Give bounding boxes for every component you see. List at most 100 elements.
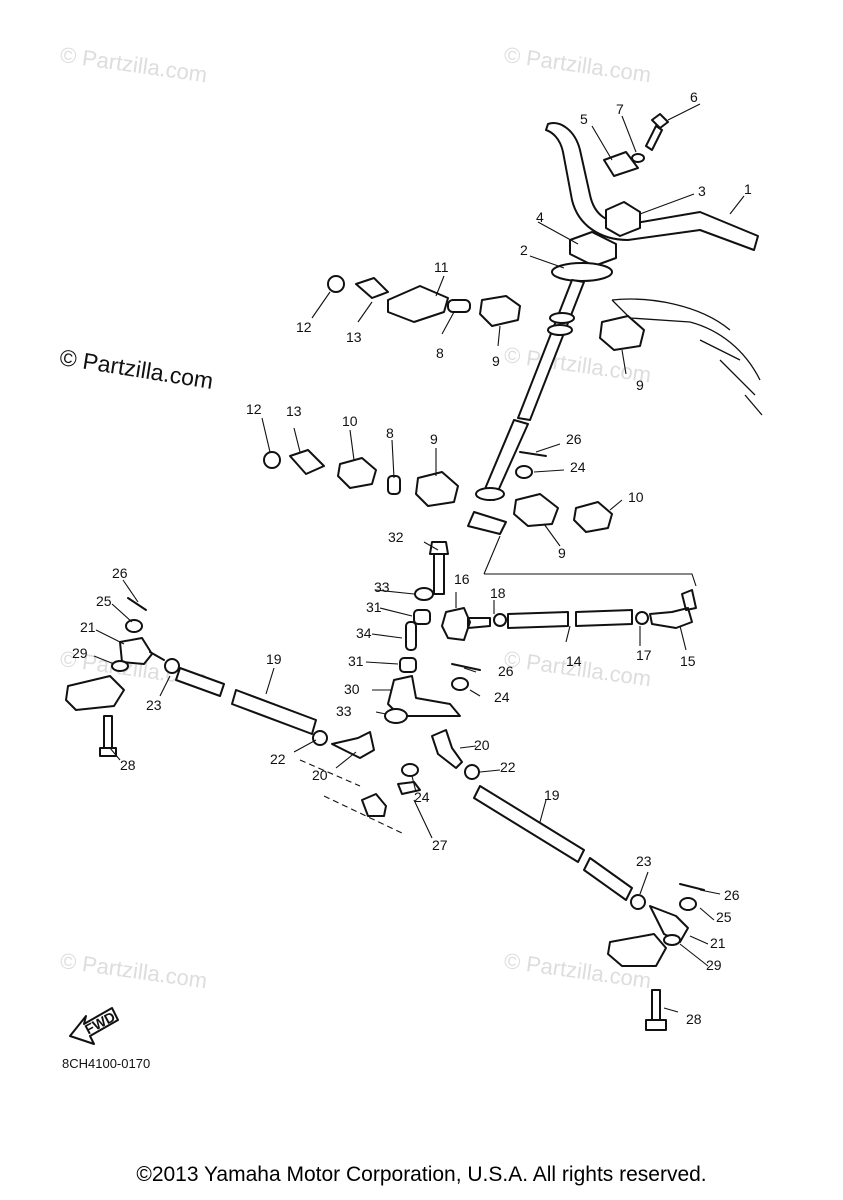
bushing-31-bottom	[399, 657, 417, 673]
bolt-28-right	[645, 989, 667, 1031]
callout-1: 1	[744, 181, 752, 197]
washer-29-right	[663, 934, 681, 946]
bolt-6	[645, 113, 669, 151]
tie-rod-19-left	[175, 667, 317, 735]
washer-33-bottom	[384, 708, 408, 724]
fwd-label: FWD	[82, 1008, 118, 1037]
column-flange	[551, 262, 613, 282]
callout-17: 17	[636, 647, 652, 663]
assembly-line	[484, 573, 697, 587]
callout-24: 24	[494, 689, 510, 705]
callout-14: 14	[566, 653, 582, 669]
callout-25: 25	[96, 593, 112, 609]
callout-21: 21	[80, 619, 96, 635]
nut-25-right	[679, 897, 697, 911]
cotter-pin-26-left	[127, 597, 147, 611]
callout-23: 23	[636, 853, 652, 869]
nut-24-lower	[401, 763, 419, 777]
tie-rod-end-20-left	[331, 731, 375, 759]
callout-2: 2	[520, 242, 528, 258]
leader-line	[93, 103, 745, 1013]
tie-rod-14	[507, 609, 633, 629]
callout-31: 31	[366, 599, 382, 615]
nut-22-right	[464, 764, 480, 780]
tie-rod-end-20-right	[431, 729, 463, 769]
nut-18	[493, 613, 507, 627]
callout-28: 28	[120, 757, 136, 773]
callout-9: 9	[558, 545, 566, 561]
callout-32: 32	[388, 529, 404, 545]
callout-9: 9	[430, 431, 438, 447]
callout-34: 34	[356, 625, 372, 641]
callout-6: 6	[690, 89, 698, 105]
callout-25: 25	[716, 909, 732, 925]
cotter-pin-26-column	[519, 451, 547, 457]
callout-18: 18	[490, 585, 506, 601]
nut-23-left	[164, 658, 180, 674]
washer-33-top	[414, 587, 434, 601]
callout-11: 11	[434, 259, 449, 275]
nut-17	[635, 611, 649, 625]
callout-19: 19	[266, 651, 282, 667]
washer-7	[631, 153, 645, 163]
callout-12: 12	[246, 401, 262, 417]
callout-30: 30	[344, 681, 360, 697]
collar-34	[405, 621, 417, 651]
callout-26: 26	[566, 431, 582, 447]
callout-7: 7	[616, 101, 624, 117]
callout-12: 12	[296, 319, 312, 335]
frame-sketch	[611, 298, 763, 416]
holder-lower	[361, 793, 387, 817]
washer-29-left	[111, 660, 129, 672]
lock-washer-13-upper	[355, 277, 389, 299]
steering-column	[467, 279, 585, 535]
bushing-9-upper-right	[599, 315, 645, 351]
callout-13: 13	[346, 329, 362, 345]
handlebar	[545, 122, 759, 251]
lock-washer-13-lower	[289, 449, 325, 475]
callout-24: 24	[414, 789, 430, 805]
callout-5: 5	[580, 111, 588, 127]
callout-22: 22	[270, 751, 286, 767]
callout-26: 26	[724, 887, 740, 903]
callout-3: 3	[698, 183, 706, 199]
callout-28: 28	[686, 1011, 702, 1027]
callout-26: 26	[112, 565, 128, 581]
assembly-line	[299, 759, 405, 835]
callout-10: 10	[628, 489, 644, 505]
tie-rod-end-21-right	[649, 905, 689, 943]
callout-9: 9	[636, 377, 644, 393]
nut-24-mid	[451, 677, 469, 691]
bushing-9-lower-left	[415, 471, 459, 507]
nut-25-left	[125, 619, 143, 633]
fwd-arrow-icon: FWD	[69, 1007, 119, 1045]
callout-10: 10	[342, 413, 358, 429]
callout-15: 15	[680, 653, 696, 669]
column-holder-11	[387, 285, 449, 323]
callout-33: 33	[336, 703, 352, 719]
knuckle-arm-left	[65, 675, 125, 711]
callout-20: 20	[312, 767, 328, 783]
callout-31: 31	[348, 653, 364, 669]
collar-8-upper	[447, 299, 471, 313]
callout-22: 22	[500, 759, 516, 775]
collar-8-lower	[387, 475, 401, 495]
knuckle-arm-right	[607, 933, 667, 967]
callout-29: 29	[706, 957, 722, 973]
bushing-31-top	[413, 609, 431, 625]
callout-13: 13	[286, 403, 302, 419]
nut-24-column	[515, 465, 533, 479]
tie-rod-end-16	[441, 607, 491, 641]
tie-rod-19-right	[473, 785, 633, 901]
callout-19: 19	[544, 787, 560, 803]
bushing-9-lower-right	[513, 493, 559, 527]
arm-30	[387, 675, 461, 717]
nut-12-lower	[263, 451, 281, 469]
callout-8: 8	[386, 425, 394, 441]
cotter-pin-26-mid	[451, 663, 481, 671]
diagram-code: 8CH4100-0170	[62, 1056, 151, 1071]
callout-9: 9	[492, 353, 500, 369]
callout-8: 8	[436, 345, 444, 361]
